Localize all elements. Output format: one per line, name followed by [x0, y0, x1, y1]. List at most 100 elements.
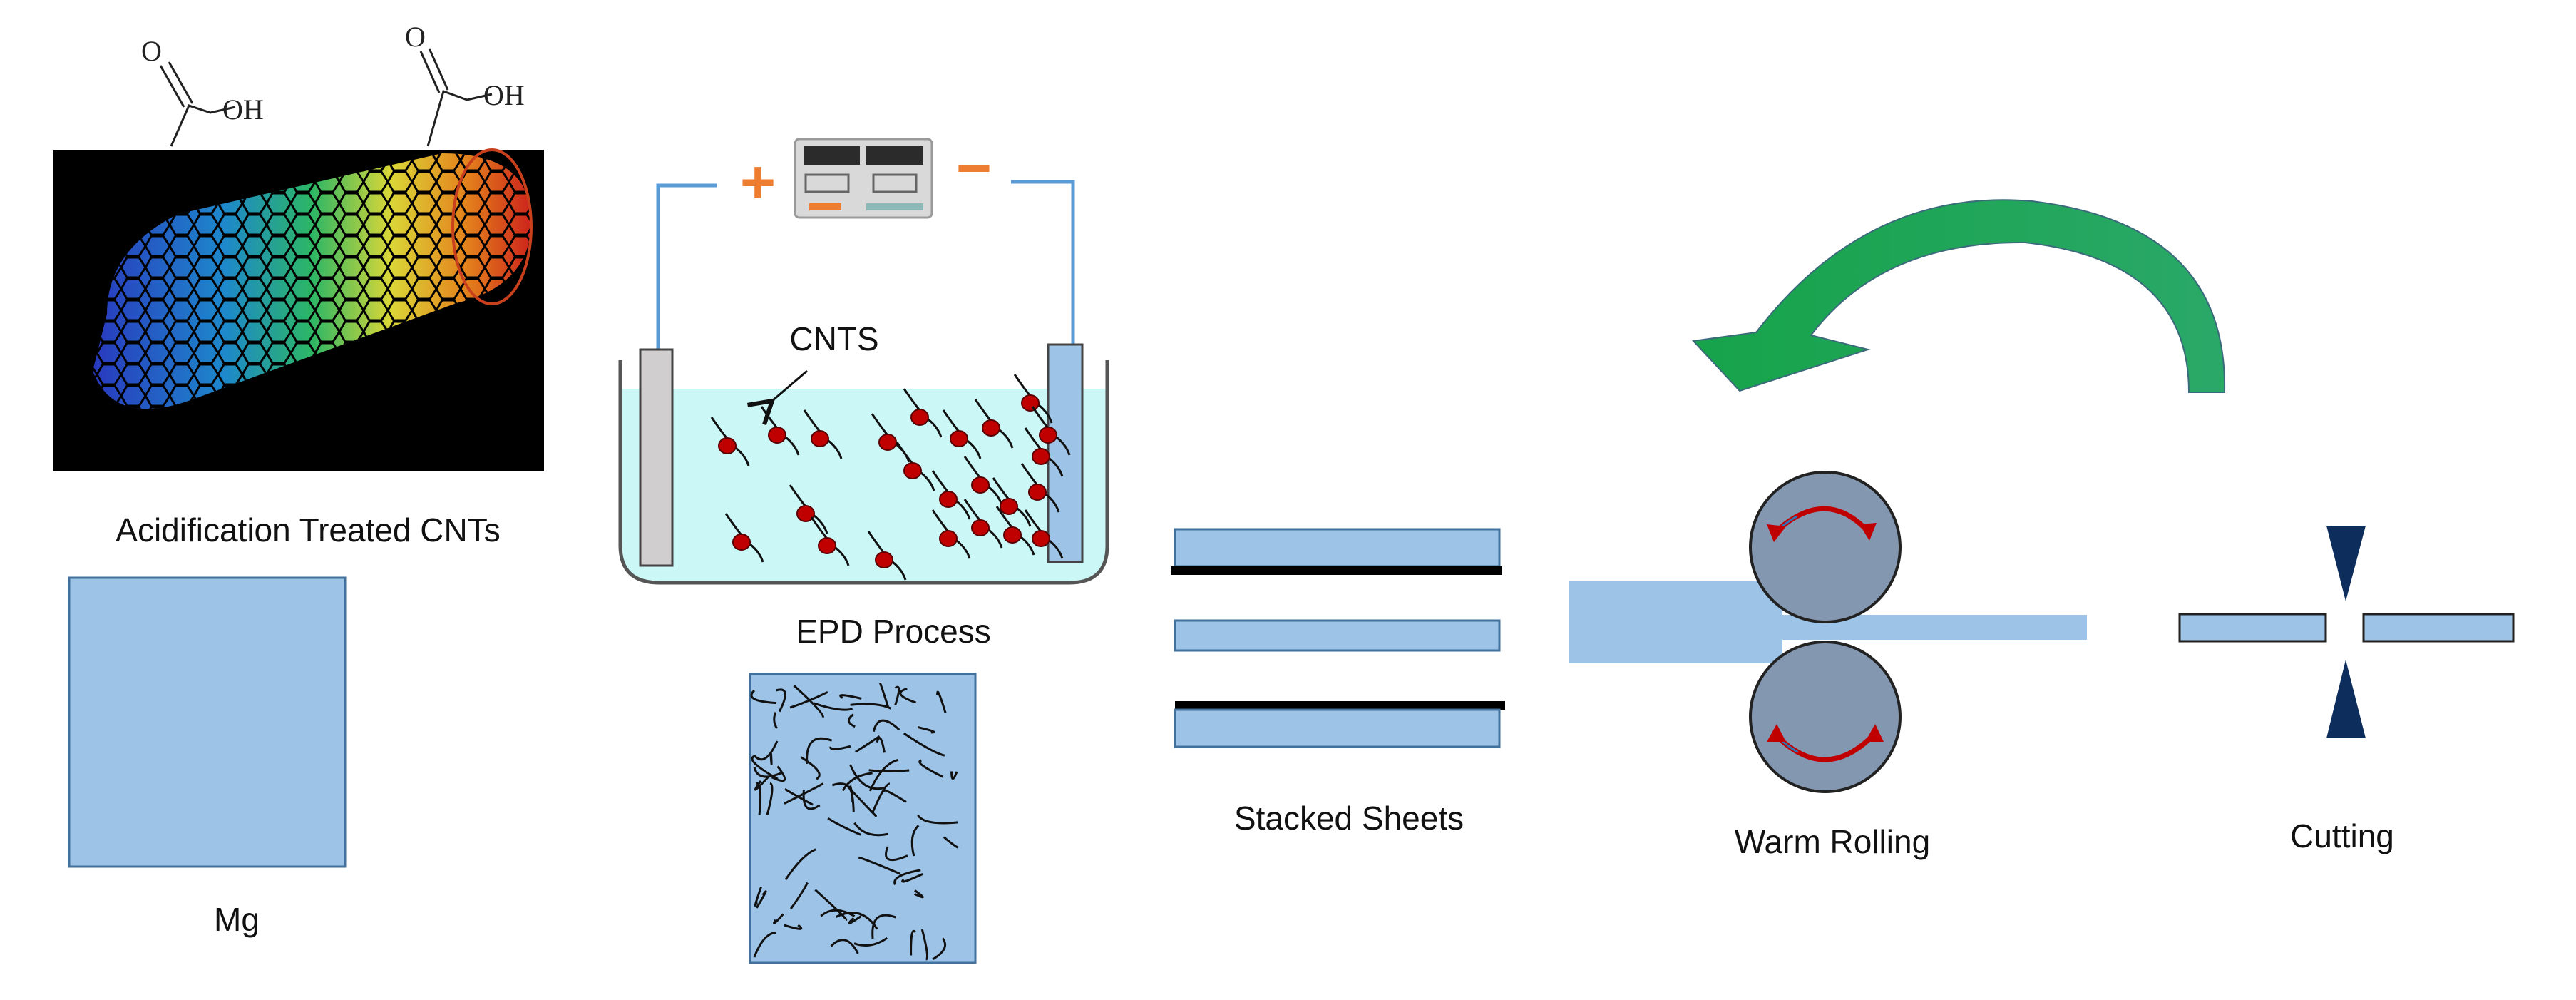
upper-rotation-accent — [1772, 507, 1869, 535]
cnt-fiber — [847, 713, 856, 728]
stacked-caption: Stacked Sheets — [1233, 800, 1464, 837]
lower-arrowhead-right — [1865, 724, 1884, 742]
cnt-particle — [732, 534, 751, 551]
cnt-fiber — [917, 814, 958, 825]
cnt-fiber — [920, 929, 928, 961]
cnt-fiber — [910, 825, 920, 857]
cnt-fiber — [789, 690, 828, 709]
cnt-illustration — [53, 48, 544, 471]
cnt-fiber — [784, 782, 824, 805]
cnt-fiber — [814, 889, 848, 922]
cnt-particle — [875, 551, 893, 568]
cnt-fiber — [773, 913, 784, 924]
cnt-fiber — [850, 703, 892, 710]
cnt-fiber — [936, 690, 947, 713]
cnt-fiber — [918, 759, 944, 778]
cnt-particle — [1032, 530, 1050, 547]
cnt-particle — [950, 430, 968, 447]
cnt-fiber — [868, 769, 910, 772]
cnt-particle — [1032, 448, 1050, 465]
coated-sheet — [749, 673, 977, 964]
cnt-fiber — [871, 914, 896, 939]
cnt-fiber — [754, 887, 762, 907]
cnt-fibers — [750, 682, 959, 961]
oxygen-label-left: O — [141, 35, 162, 67]
lower-arrowhead-left — [1767, 724, 1786, 742]
lower-blade-icon — [2326, 660, 2366, 738]
cnt-fiber — [813, 702, 853, 711]
cnt-particle — [939, 491, 958, 508]
cnt-fiber — [846, 785, 877, 817]
green-return-arrow-icon — [1691, 199, 2226, 393]
cnt-fiber — [753, 766, 784, 778]
cnt-fiber — [903, 732, 945, 757]
stack-sheet-3 — [1174, 708, 1501, 748]
cnts-pointer-arrow — [747, 369, 808, 426]
negative-wire — [1011, 180, 1075, 345]
cnt-particle — [903, 462, 922, 479]
cnt-fiber — [917, 725, 935, 734]
cnt-layer-1 — [1171, 566, 1502, 575]
cnts-pointer-label: CNTS — [789, 320, 879, 357]
cnt-fiber — [849, 785, 855, 812]
cnt-particle — [910, 409, 929, 426]
upper-arrowhead-right — [1859, 523, 1877, 541]
cnt-particle — [1039, 427, 1057, 444]
cnt-fiber — [784, 788, 814, 806]
cnt-fiber — [943, 836, 959, 849]
stack-sheet-2 — [1174, 619, 1501, 652]
cnt-particle — [1000, 498, 1018, 515]
cnt-fiber — [839, 694, 862, 700]
cnt-particle — [1028, 484, 1047, 501]
cnt-particle — [939, 530, 958, 547]
cnt-fiber — [802, 790, 821, 810]
cnt-fiber — [853, 937, 888, 947]
cnt-fiber — [835, 912, 878, 930]
cnt-fiber — [885, 846, 908, 862]
cnt-fiber — [855, 735, 881, 753]
upper-arrowhead-left — [1767, 524, 1786, 542]
hydroxyl-label-left: OH — [222, 93, 264, 126]
cnt-fiber — [848, 915, 862, 925]
cnt-fiber — [776, 688, 786, 713]
carboxyl-group-right — [419, 48, 493, 147]
cnt-fiber — [914, 889, 924, 899]
cnt-fiber — [784, 924, 803, 930]
stack-sheet-1 — [1174, 528, 1501, 568]
cnt-fiber — [849, 764, 886, 790]
negative-terminal-icon: − — [956, 134, 992, 203]
anode-electrode — [639, 348, 674, 567]
warm-rolling — [1569, 199, 2226, 793]
cnt-particle — [982, 419, 1000, 437]
hydroxyl-label-right: OH — [483, 79, 525, 111]
cutting-caption: Cutting — [2290, 817, 2394, 854]
cnt-fiber — [871, 782, 891, 813]
cnt-particle — [971, 519, 990, 536]
cnt-fiber — [806, 737, 833, 765]
mg-sheet — [68, 576, 347, 868]
stacked-sheets — [1171, 528, 1505, 748]
cnt-fiber — [784, 848, 816, 881]
epd-cell — [618, 138, 1109, 585]
cnt-fiber — [773, 712, 778, 729]
cnt-particles — [710, 374, 1071, 581]
cnt-particle — [768, 427, 786, 444]
cnt-fiber — [793, 685, 824, 718]
cnt-fiber — [766, 782, 774, 815]
cnt-fiber — [910, 929, 916, 956]
cnt-fiber — [789, 882, 809, 910]
cnt-fiber — [830, 939, 859, 954]
cnt-fiber — [829, 745, 851, 750]
cnt-fiber — [858, 856, 901, 875]
cnt-fiber — [950, 771, 958, 780]
nanotube-icon — [93, 148, 533, 409]
cnt-fiber — [872, 719, 900, 733]
cnts-caption: Acidification Treated CNTs — [116, 511, 501, 549]
cnt-fiber — [932, 937, 946, 961]
cut-piece-left — [2178, 613, 2327, 643]
cnt-fiber — [901, 873, 923, 883]
cnt-fiber — [820, 909, 856, 917]
epd-caption: EPD Process — [796, 613, 991, 650]
cnt-fiber — [800, 756, 821, 780]
